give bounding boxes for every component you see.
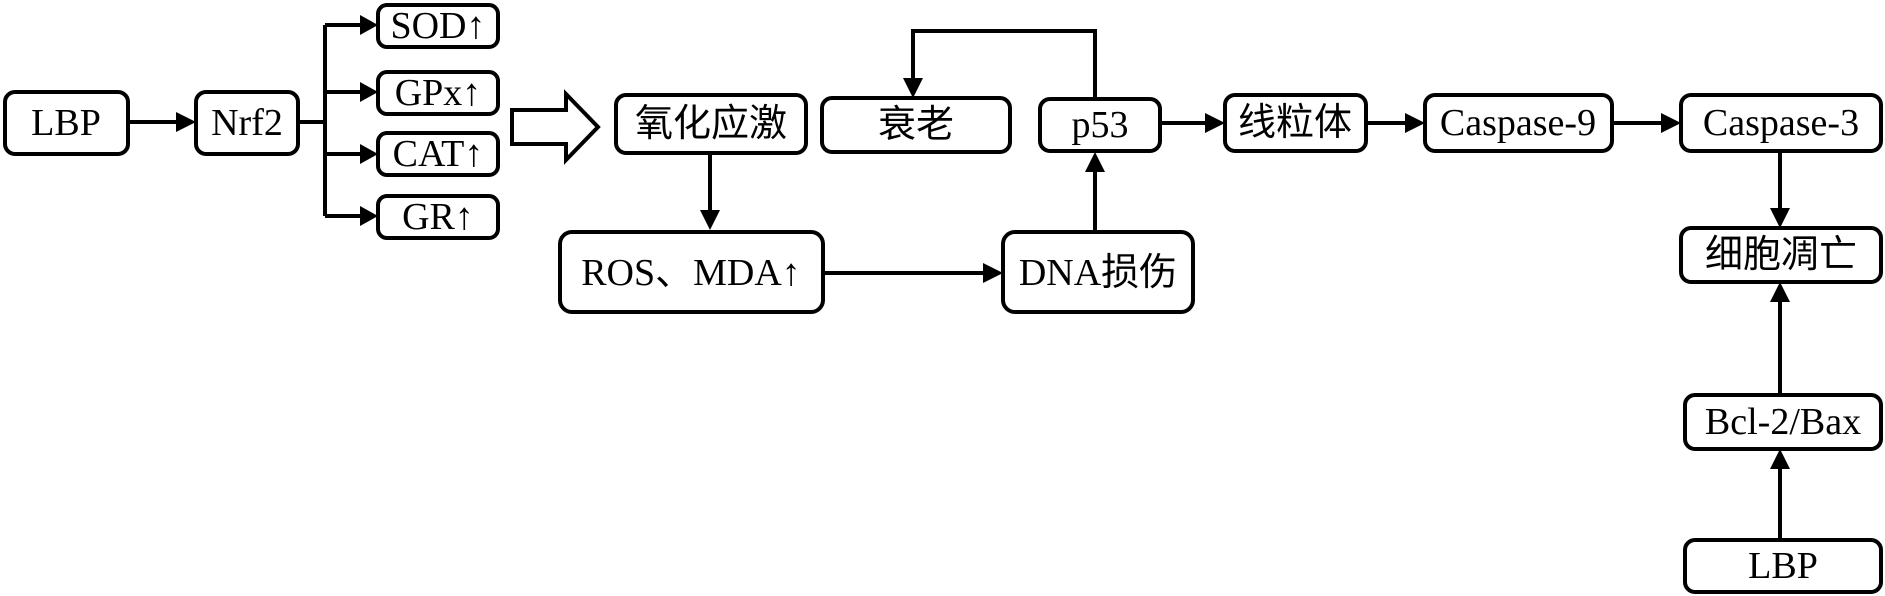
- node-gpx-label: GPx↑: [395, 72, 482, 114]
- arrow-p53-to-senescence: [911, 29, 1097, 99]
- arrowhead-mito-to-casp9: [1405, 113, 1425, 133]
- arrowhead-bcl2-to-apoptosis: [1770, 282, 1790, 302]
- node-lbp-bottom-label: LBP: [1748, 545, 1818, 587]
- node-senescence: 衰老: [820, 96, 1012, 154]
- node-apoptosis-label: 细胞凋亡: [1705, 234, 1857, 276]
- node-nrf2: Nrf2: [194, 90, 300, 156]
- node-ros-mda-box: [558, 230, 825, 314]
- node-dna-damage-box: [1001, 230, 1195, 314]
- node-sod: SOD↑: [376, 3, 500, 49]
- arrowhead-p53-to-mito: [1205, 113, 1225, 133]
- node-gpx: GPx↑: [376, 70, 500, 116]
- node-caspase9-box: [1423, 93, 1614, 153]
- arrowhead-nrf2-to-gpx: [360, 82, 378, 102]
- node-nrf2-label: Nrf2: [211, 102, 283, 144]
- node-caspase3-label: Caspase-3: [1703, 102, 1859, 144]
- node-ros-mda: ROS、MDA↑: [558, 230, 825, 314]
- node-p53-box: [1038, 97, 1162, 153]
- node-oxidative-stress-box: [614, 93, 808, 155]
- node-bcl2-bax-label: Bcl-2/Bax: [1705, 401, 1861, 443]
- node-apoptosis: 细胞凋亡: [1679, 226, 1883, 284]
- node-bcl2-bax-box: [1683, 393, 1883, 451]
- node-lbp-bottom: LBP: [1683, 538, 1883, 594]
- node-bcl2-bax: Bcl-2/Bax: [1683, 393, 1883, 451]
- node-gpx-box: [376, 70, 500, 116]
- arrowhead-casp9-to-casp3: [1661, 113, 1681, 133]
- arrowhead-nrf2-to-gr: [360, 206, 378, 226]
- arrowhead-p53-to-senescence: [903, 78, 923, 98]
- arrowhead-dna-to-p53: [1085, 152, 1105, 172]
- node-lbp-left-label: LBP: [31, 102, 101, 144]
- node-lbp-bottom-box: [1683, 538, 1883, 594]
- node-senescence-label: 衰老: [878, 104, 954, 146]
- node-dna-damage: DNA损伤: [1001, 230, 1195, 314]
- node-oxidative-stress-label: 氧化应激: [635, 103, 787, 145]
- node-gr: GR↑: [376, 194, 500, 240]
- node-apoptosis-box: [1679, 226, 1883, 284]
- arrowhead-nrf2-to-cat: [360, 144, 378, 164]
- node-p53-label: p53: [1072, 104, 1129, 146]
- node-cat-box: [376, 131, 500, 177]
- node-caspase3-box: [1679, 93, 1883, 153]
- node-caspase3: Caspase-3: [1679, 93, 1883, 153]
- node-gr-label: GR↑: [402, 196, 474, 238]
- node-senescence-box: [820, 96, 1012, 154]
- node-nrf2-box: [194, 90, 300, 156]
- node-gr-box: [376, 194, 500, 240]
- node-sod-label: SOD↑: [390, 5, 485, 47]
- arrowhead-ros-to-dna: [983, 263, 1003, 283]
- node-lbp-left: LBP: [3, 90, 130, 156]
- node-oxidative-stress: 氧化应激: [614, 93, 808, 155]
- node-mitochondria-label: 线粒体: [1238, 102, 1352, 144]
- node-mitochondria-box: [1223, 93, 1368, 153]
- node-sod-box: [376, 3, 500, 49]
- arrowhead-casp3-to-apoptosis: [1770, 208, 1790, 228]
- connectors: [128, 15, 1790, 540]
- node-cat: CAT↑: [376, 131, 500, 177]
- arrowhead-nrf2-to-sod: [360, 15, 378, 35]
- node-p53: p53: [1038, 97, 1162, 153]
- arrowhead-oxstress-to-ros: [700, 210, 720, 230]
- node-dna-damage-label: DNA损伤: [1019, 252, 1177, 294]
- hollow-arrow-to-oxidative-stress: [510, 89, 601, 165]
- node-cat-label: CAT↑: [393, 133, 484, 175]
- node-lbp-left-box: [3, 90, 130, 156]
- node-ros-mda-label: ROS、MDA↑: [581, 252, 801, 294]
- arrowhead-lbp-to-nrf2: [176, 112, 196, 132]
- node-caspase9: Caspase-9: [1423, 93, 1614, 153]
- node-caspase9-label: Caspase-9: [1440, 102, 1596, 144]
- node-mitochondria: 线粒体: [1223, 93, 1368, 153]
- arrowhead-lbp-to-bcl2: [1770, 449, 1790, 469]
